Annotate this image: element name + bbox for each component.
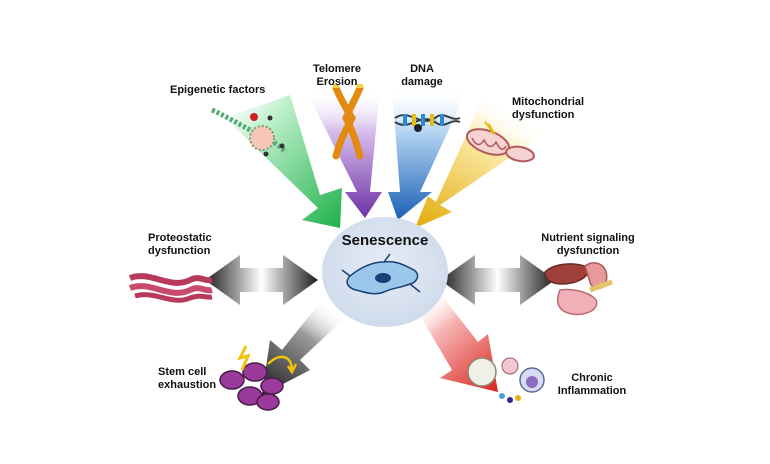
immune-cells-icon bbox=[467, 357, 545, 403]
chromosome-icon bbox=[332, 84, 364, 160]
protein-fibril-icon bbox=[128, 273, 213, 303]
label-mitochondrial-dysfunction: Mitochondrial dysfunction bbox=[512, 96, 585, 121]
label-epigenetic-factors: Epigenetic factors bbox=[170, 84, 266, 96]
nutrient-double-arrow bbox=[440, 255, 555, 305]
mitochondrial-arrow bbox=[415, 98, 550, 228]
dna-damage-arrow bbox=[388, 88, 468, 220]
stem-cells-icon bbox=[219, 345, 298, 411]
label-proteostatic-dysfunction: Proteostatic dysfunction bbox=[148, 232, 212, 257]
mitochondria-icon bbox=[465, 121, 535, 163]
senescence-title: Senescence bbox=[341, 232, 429, 249]
stem-cell-arrow bbox=[262, 300, 348, 395]
senescent-cell-icon bbox=[341, 253, 421, 295]
epigenetic-icon bbox=[210, 107, 288, 157]
label-telomere-erosion: Telomere Erosion bbox=[312, 63, 362, 88]
proteostatic-double-arrow bbox=[205, 255, 318, 305]
label-dna-damage: DNA damage bbox=[401, 63, 443, 88]
label-nutrient-signaling-dysfunction: Nutrient signaling dysfunction bbox=[541, 232, 635, 257]
organs-icon bbox=[544, 262, 613, 316]
dna-icon bbox=[394, 114, 461, 132]
telomere-arrow bbox=[305, 88, 382, 218]
label-chronic-inflammation: Chronic Inflammation bbox=[557, 372, 627, 397]
label-stem-cell-exhaustion: Stem cell exhaustion bbox=[158, 366, 217, 391]
